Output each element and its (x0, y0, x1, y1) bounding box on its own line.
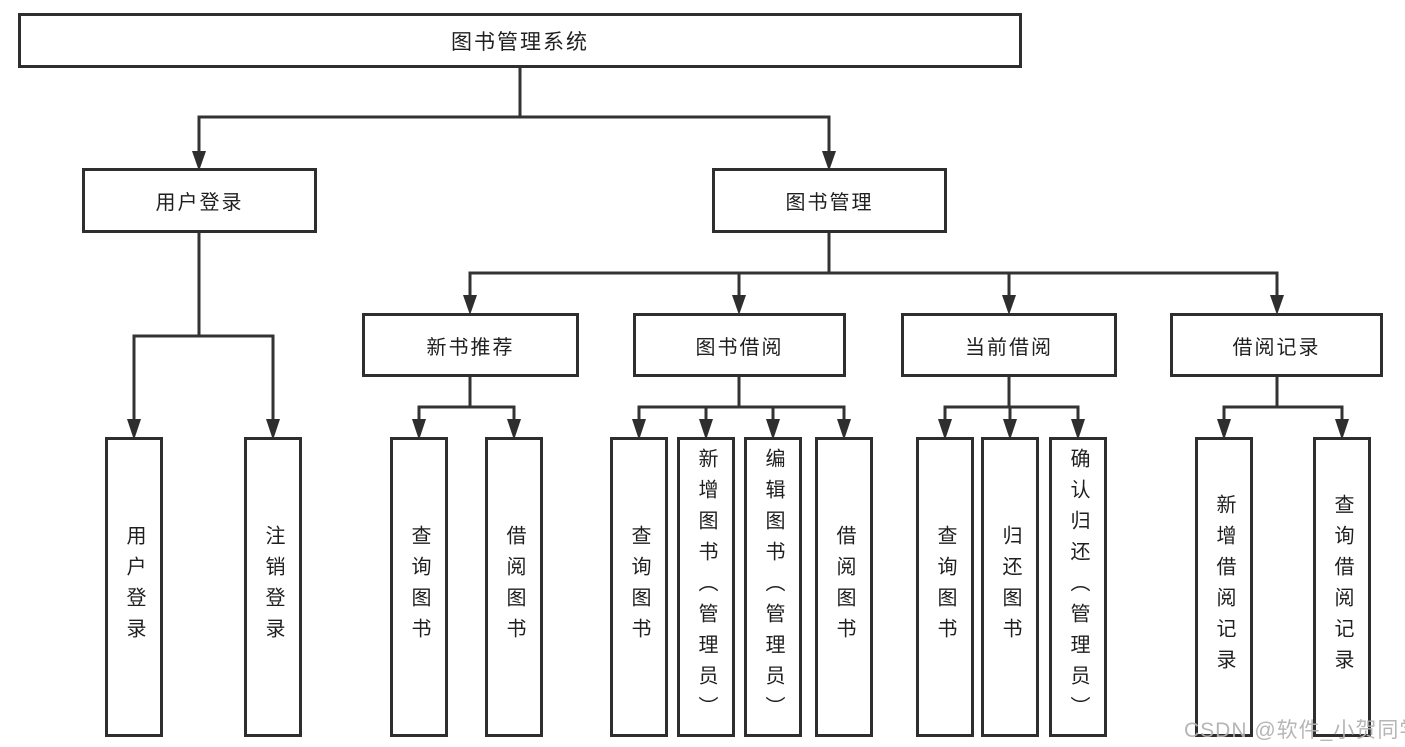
leaf-recommend-borrow-books: 借阅图书 (485, 437, 543, 737)
leaf-current-query-books-label: 查询图书 (934, 525, 956, 649)
leaf-add-borrow-record: 新增借阅记录 (1195, 437, 1253, 737)
node-library-management-system: 图书管理系统 (18, 13, 1022, 68)
leaf-borrow-query-books-label: 查询图书 (628, 525, 650, 649)
leaf-return-books-label: 归还图书 (999, 525, 1021, 649)
node-new-book-recommend: 新书推荐 (362, 313, 579, 377)
leaf-logout-login: 注销登录 (244, 437, 302, 737)
leaf-current-query-books: 查询图书 (916, 437, 974, 737)
node-borrow-records: 借阅记录 (1170, 313, 1383, 377)
leaf-add-borrow-record-label: 新增借阅记录 (1213, 494, 1235, 680)
leaf-add-books-admin: 新增图书（管理员） (677, 437, 735, 737)
leaf-query-borrow-record: 查询借阅记录 (1313, 437, 1371, 737)
leaf-recommend-query-books-label: 查询图书 (408, 525, 430, 649)
leaf-add-books-admin-label: 新增图书（管理员） (695, 447, 717, 727)
leaf-borrow-books: 借阅图书 (815, 437, 873, 737)
leaf-confirm-return-admin: 确认归还（管理员） (1049, 437, 1107, 737)
leaf-logout-login-label: 注销登录 (262, 525, 284, 649)
leaf-return-books: 归还图书 (981, 437, 1039, 737)
node-user-login: 用户登录 (82, 168, 317, 233)
leaf-query-borrow-record-label: 查询借阅记录 (1331, 494, 1353, 680)
leaf-borrow-query-books: 查询图书 (610, 437, 668, 737)
leaf-confirm-return-admin-label: 确认归还（管理员） (1067, 447, 1089, 727)
csdn-watermark: CSDN @软件_小贺同学 (1184, 719, 1405, 742)
leaf-recommend-borrow-books-label: 借阅图书 (503, 525, 525, 649)
node-book-borrow: 图书借阅 (633, 313, 846, 377)
node-book-management: 图书管理 (712, 168, 947, 233)
leaf-user-login-label: 用户登录 (123, 525, 145, 649)
leaf-recommend-query-books: 查询图书 (390, 437, 448, 737)
leaf-user-login: 用户登录 (105, 437, 163, 737)
node-current-borrow: 当前借阅 (901, 313, 1117, 377)
leaf-edit-books-admin: 编辑图书（管理员） (744, 437, 802, 737)
leaf-borrow-books-label: 借阅图书 (833, 525, 855, 649)
leaf-edit-books-admin-label: 编辑图书（管理员） (762, 447, 784, 727)
